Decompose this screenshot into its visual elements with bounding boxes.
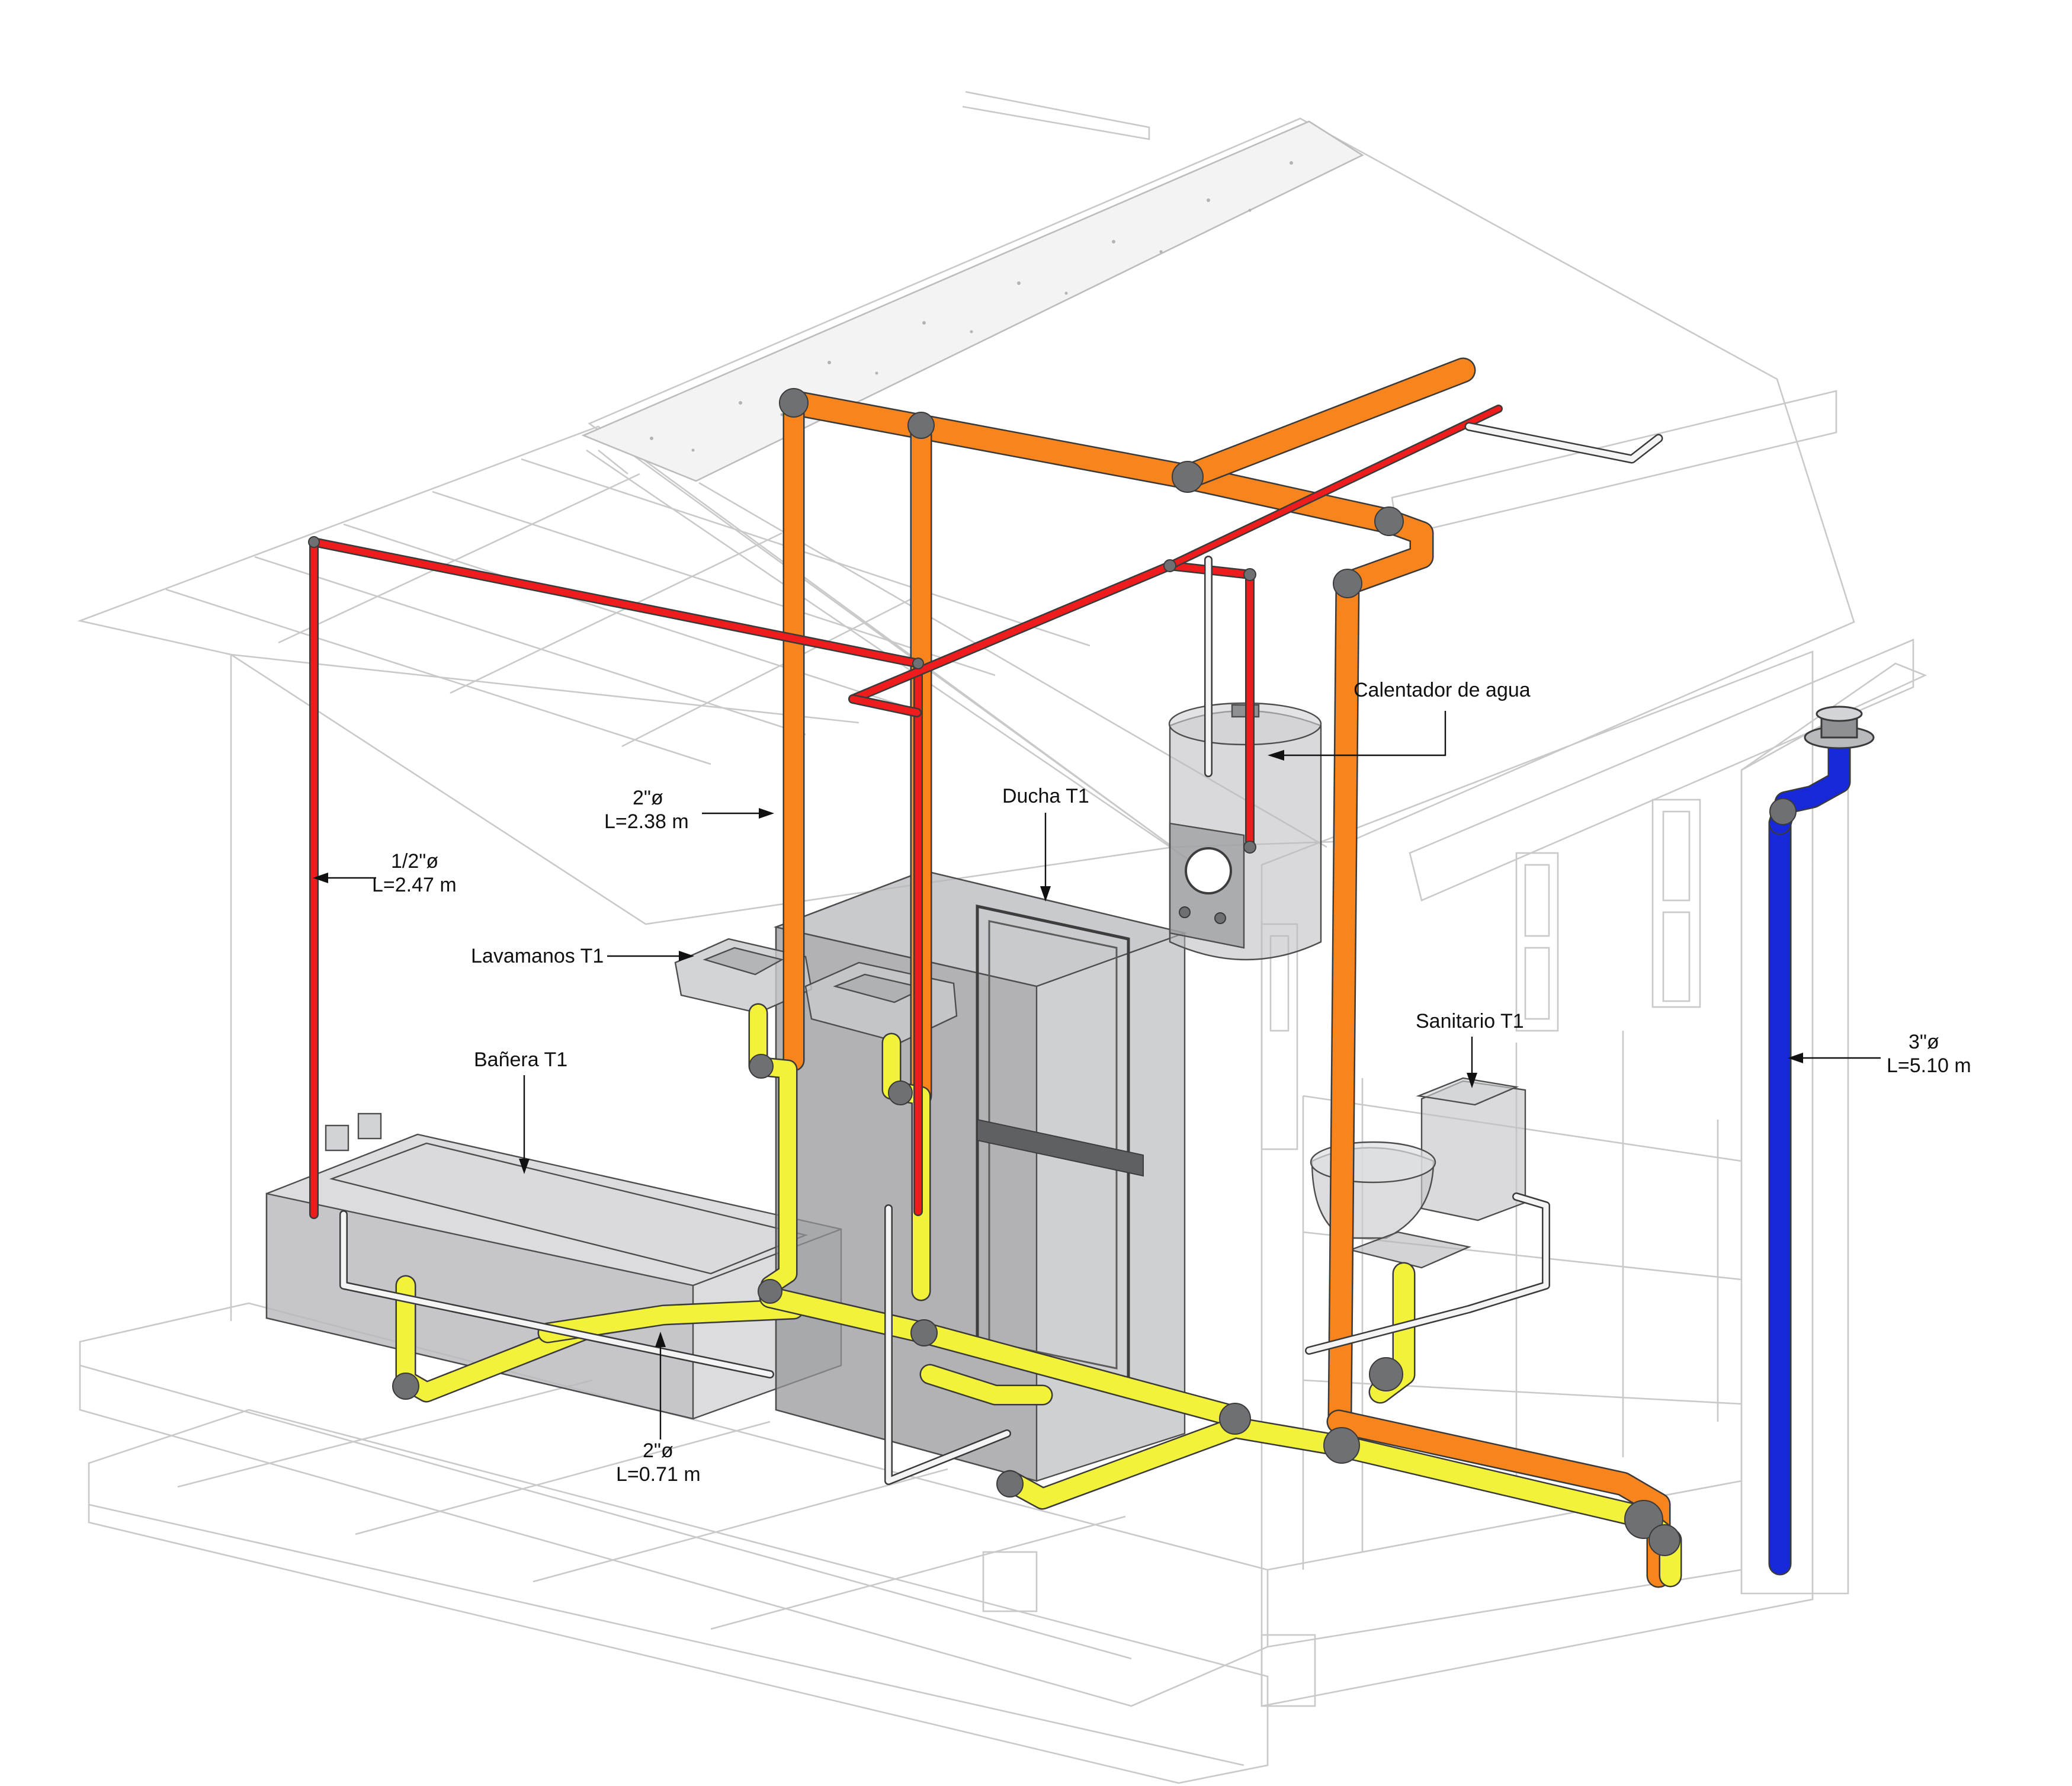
- drain-diameter: 2"ø: [643, 1439, 673, 1462]
- label-rain-leader: 3"ø L=5.10 m: [1788, 1031, 1971, 1077]
- fitting-drain-6: [996, 1470, 1024, 1498]
- rain-leader-diameter: 3"ø: [1909, 1031, 1939, 1053]
- fitting-drain-8: [1648, 1524, 1680, 1556]
- drain-shower-branch: [921, 1365, 1051, 1404]
- vent-length: L=2.38 m: [604, 810, 689, 833]
- drain-length: L=0.71 m: [616, 1463, 701, 1486]
- gutter-upper: [1391, 390, 1837, 537]
- hot-water-top: [1167, 406, 1502, 569]
- fitting-hot-1: [308, 536, 320, 548]
- column-right: [1740, 709, 1849, 1595]
- cold-water-bathtub: [341, 1211, 773, 1377]
- gutter-lower: [1409, 639, 1914, 902]
- annotations: Calentador de agua Ducha T1 Lavamanos T1…: [313, 679, 1971, 1486]
- roof-plane-left: [77, 425, 1175, 925]
- foundation-grid: [88, 1379, 1245, 1766]
- toilet-label: Sanitario T1: [1416, 1010, 1524, 1033]
- drain-floor-run: [1000, 1418, 1348, 1508]
- fitting-hot-4: [912, 658, 924, 669]
- label-water-heater: Calentador de agua: [1268, 679, 1531, 761]
- hot-water-diameter: 1/2"ø: [391, 850, 438, 873]
- cold-water-pipe-network: [339, 422, 1663, 1485]
- fitting-vent-4: [1374, 506, 1404, 536]
- label-hot-water-pipe: 1/2"ø L=2.47 m: [313, 850, 457, 896]
- cold-water-toilet: [1306, 1194, 1549, 1354]
- fitting-bathtub-trap: [392, 1373, 419, 1400]
- label-sink: Lavamanos T1: [471, 945, 694, 967]
- vent-riser-right: [1329, 511, 1432, 1426]
- ridge-texture: [650, 161, 1293, 452]
- shower-label: Ducha T1: [1002, 785, 1089, 807]
- fitting-hot-2: [1163, 559, 1176, 572]
- fitting-drain-2: [910, 1319, 938, 1346]
- drain-sink-1: [750, 1005, 796, 1294]
- hot-water-diagonal: [849, 695, 920, 716]
- fitting-hot-3: [1243, 568, 1256, 581]
- fitting-hot-5: [1243, 841, 1256, 854]
- label-shower: Ducha T1: [1002, 785, 1089, 902]
- roof-drain-grate: [1804, 706, 1875, 749]
- label-vent-pipe: 2"ø L=2.38 m: [604, 787, 774, 833]
- pipe-fittings: [308, 388, 1797, 1556]
- water-heater-label: Calentador de agua: [1353, 679, 1531, 701]
- fitting-vent-5: [1333, 569, 1362, 598]
- label-drain-pipe: 2"ø L=0.71 m: [616, 1332, 701, 1486]
- fitting-drain-5: [1369, 1357, 1403, 1391]
- fitting-drain-1: [758, 1279, 782, 1304]
- drain-bathtub-branch: [539, 1300, 803, 1342]
- roof-ridge-board: [581, 120, 1364, 482]
- fitting-vent-1: [779, 388, 809, 418]
- roof-tile-grid: [165, 458, 1090, 765]
- footing-left: [982, 1551, 1038, 1612]
- fitting-vent-2: [907, 412, 935, 439]
- bathtub-label: Bañera T1: [474, 1048, 567, 1071]
- foundation: [88, 1409, 1269, 1784]
- sink-label: Lavamanos T1: [471, 945, 604, 967]
- cold-water-top: [1466, 424, 1662, 462]
- fitting-drain-3: [1219, 1403, 1251, 1435]
- rain-leader-pipe: [1768, 729, 1851, 1576]
- fitting-sink-trap-1: [749, 1054, 774, 1079]
- cold-water-floor: [886, 1205, 1010, 1484]
- vent-diameter: 2"ø: [633, 787, 663, 809]
- fitting-drain-4: [1323, 1427, 1360, 1464]
- footing-right: [1260, 1634, 1316, 1707]
- fitting-rain-1: [1769, 798, 1797, 825]
- rain-leader-length: L=5.10 m: [1887, 1054, 1971, 1077]
- fitting-sink-trap-2: [888, 1080, 913, 1105]
- label-toilet: Sanitario T1: [1416, 1010, 1524, 1088]
- roof-cap-top: [962, 91, 1150, 140]
- vent-roof-run: [1176, 359, 1474, 488]
- label-bathtub: Bañera T1: [474, 1048, 567, 1174]
- fitting-vent-3: [1172, 461, 1204, 493]
- hot-water-length: L=2.47 m: [372, 874, 457, 896]
